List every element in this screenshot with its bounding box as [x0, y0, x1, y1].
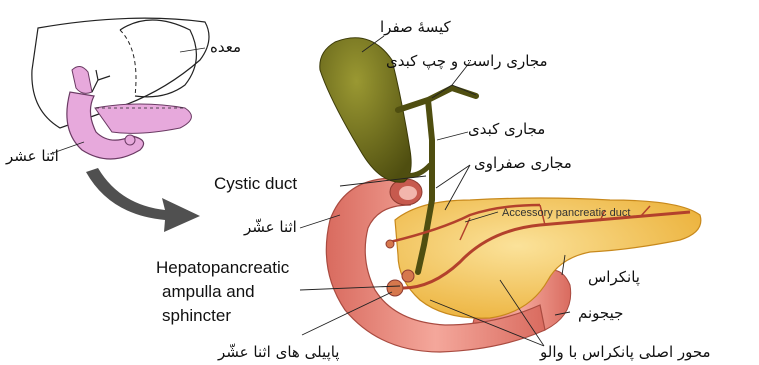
label-stomach: معده — [210, 38, 241, 56]
label-duodenum-inset: اثنا عشر — [6, 147, 59, 165]
label-accessory-duct: Accessory pancreatic duct — [502, 204, 630, 222]
label-gallbladder: کیسهٔ صفرا — [380, 18, 451, 36]
ampulla — [402, 270, 414, 282]
label-pancreas: پانکراس — [588, 268, 640, 286]
label-papillae: پاپیلی های اثنا عشّر — [218, 343, 340, 361]
label-hepatopancreatic-3: sphincter — [162, 306, 231, 326]
inset-spleen-tip — [125, 135, 135, 145]
label-cystic-duct: Cystic duct — [214, 174, 297, 194]
minor-papilla — [386, 240, 394, 248]
label-hepatopancreatic-1: Hepatopancreatic — [156, 258, 289, 278]
label-hepatopancreatic-2: ampulla and — [162, 282, 255, 302]
duodenum-opening-inner — [399, 186, 417, 200]
curved-arrow — [86, 168, 200, 232]
label-main-duct: محور اصلی پانکراس با والو — [540, 343, 711, 361]
label-jejunum: جیجونم — [578, 304, 623, 322]
label-hepatic-ducts-lr: مجاری راست و چپ کبدی — [386, 52, 548, 70]
inset-diagram — [32, 18, 209, 159]
main-diagram — [300, 36, 701, 352]
label-duodenum: اثنا عشّر — [244, 218, 297, 236]
label-hepatic-ducts: مجاری کبدی — [468, 120, 545, 138]
label-bile-ducts: مجاری صفراوی — [474, 154, 572, 172]
